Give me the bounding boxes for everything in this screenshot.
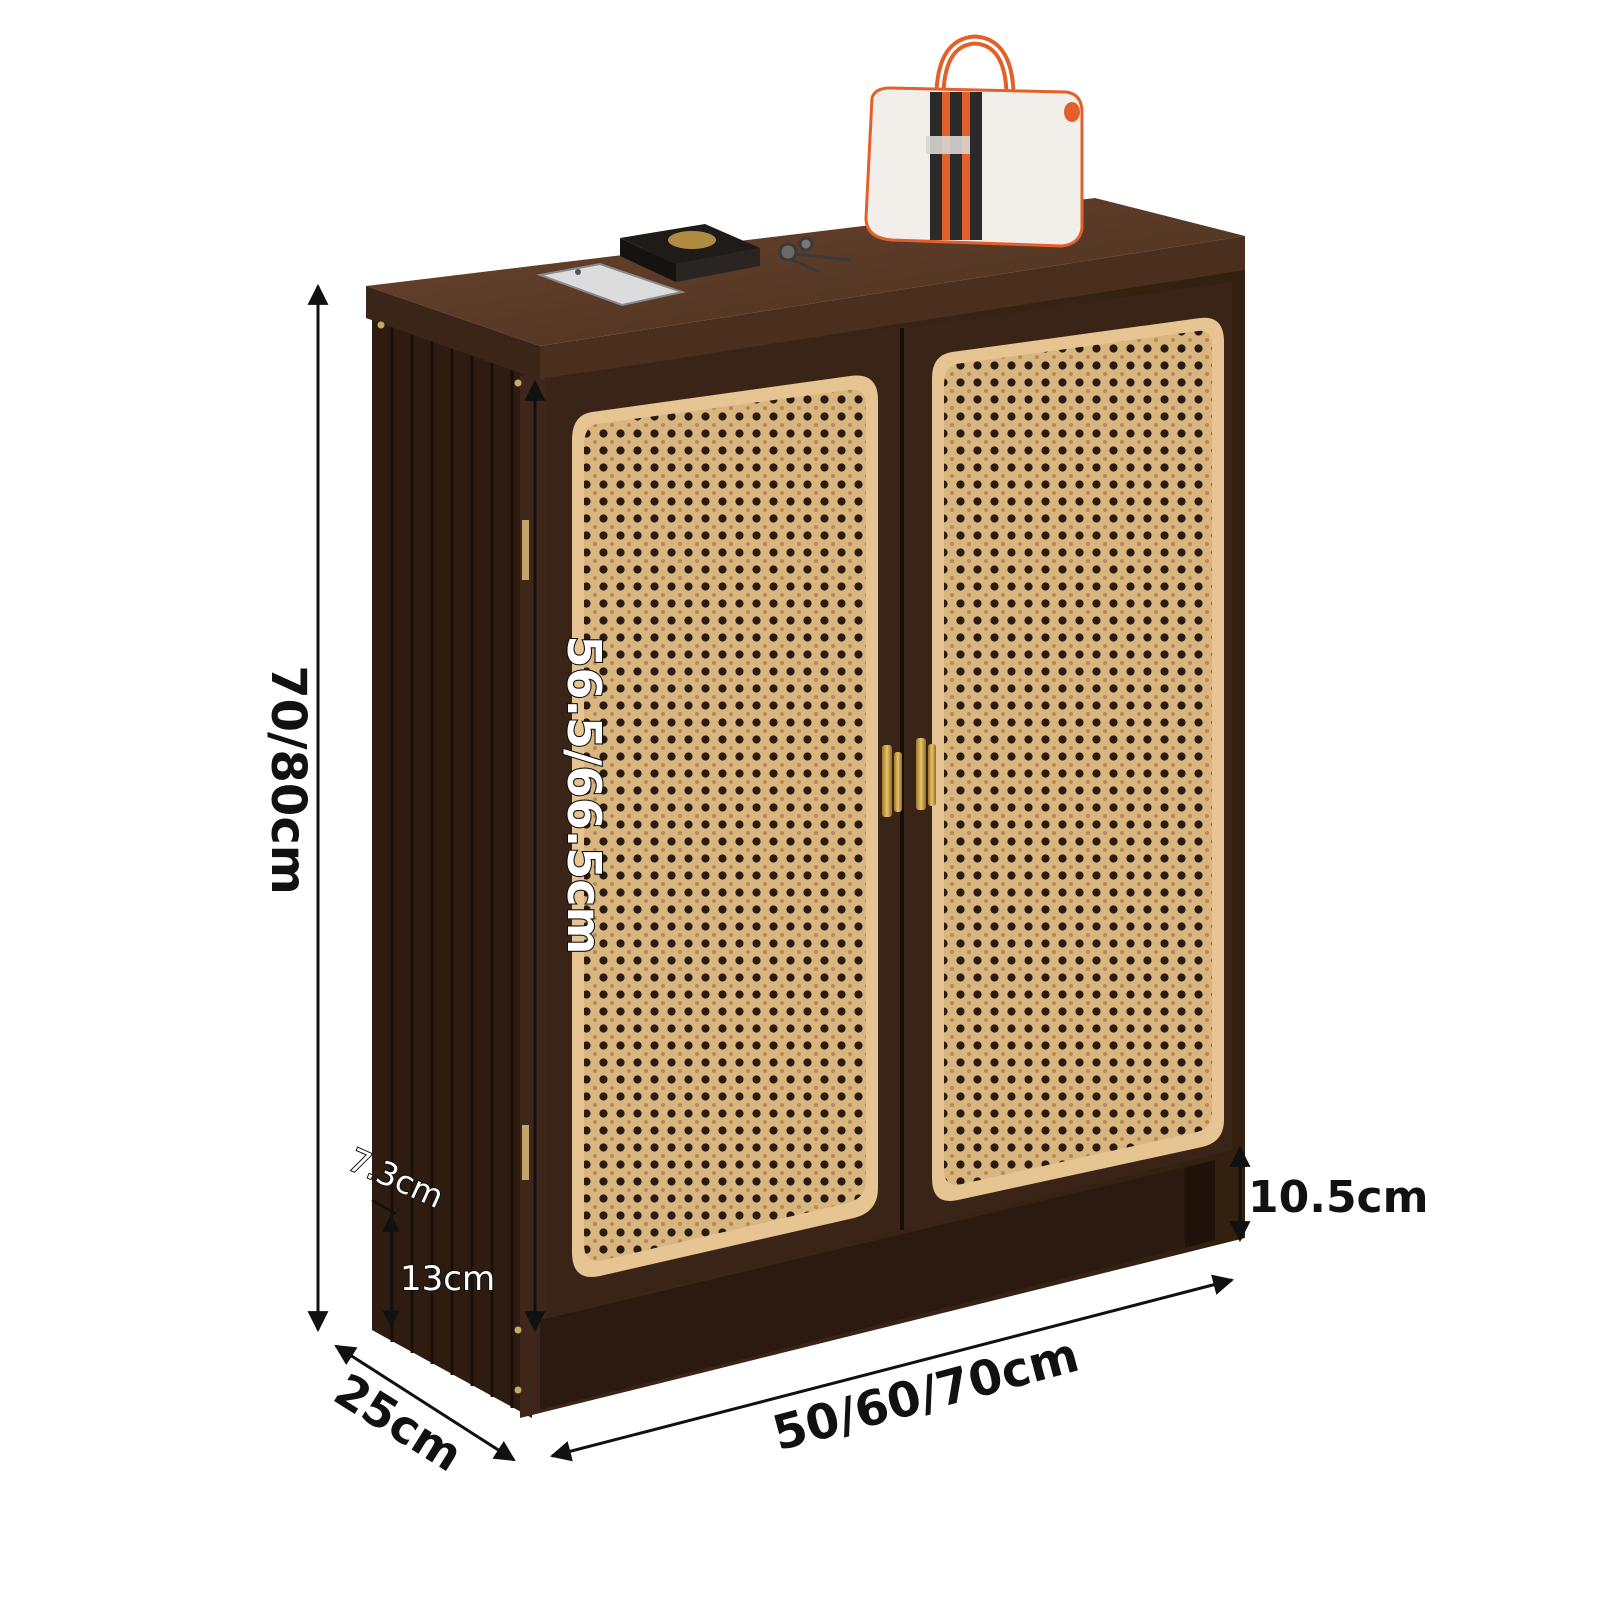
cabinet-top-edge-front <box>540 236 1245 380</box>
side-slats <box>390 300 514 1408</box>
handbag <box>864 34 1084 248</box>
depth-dimension-line <box>334 1344 516 1462</box>
screw-icon <box>377 321 385 329</box>
right-door-handle[interactable] <box>916 738 936 810</box>
base-height-label: 10.5cm <box>1248 1172 1429 1223</box>
total-height-label: 70/80cm <box>260 665 316 895</box>
smartphone <box>536 262 686 307</box>
cabinet-top-edge-side <box>366 286 540 380</box>
dimension-lines <box>307 283 1251 1462</box>
door-height-label: 56.5/66.5cm <box>557 636 611 955</box>
right-door-rattan-panel <box>944 330 1212 1185</box>
wallet <box>620 224 760 282</box>
hinge-icon <box>522 520 529 580</box>
left-door-handle[interactable] <box>882 745 902 817</box>
cabinet-base-recess <box>1185 1160 1215 1248</box>
screw-icon <box>514 379 522 387</box>
cabinet <box>366 198 1245 1418</box>
width-label: 50/60/70cm <box>767 1327 1085 1462</box>
left-door-rattan-panel <box>584 389 866 1261</box>
side-plinth-label: 13cm <box>400 1259 495 1299</box>
width-dimension-line <box>549 1274 1235 1462</box>
depth-label: 25cm <box>325 1363 472 1483</box>
keys-icon <box>778 236 851 274</box>
screw-icon <box>514 1386 522 1394</box>
side-setback-dimension-line <box>371 1198 397 1216</box>
screw-icon <box>514 1326 522 1334</box>
hinge-icon <box>522 1125 529 1180</box>
